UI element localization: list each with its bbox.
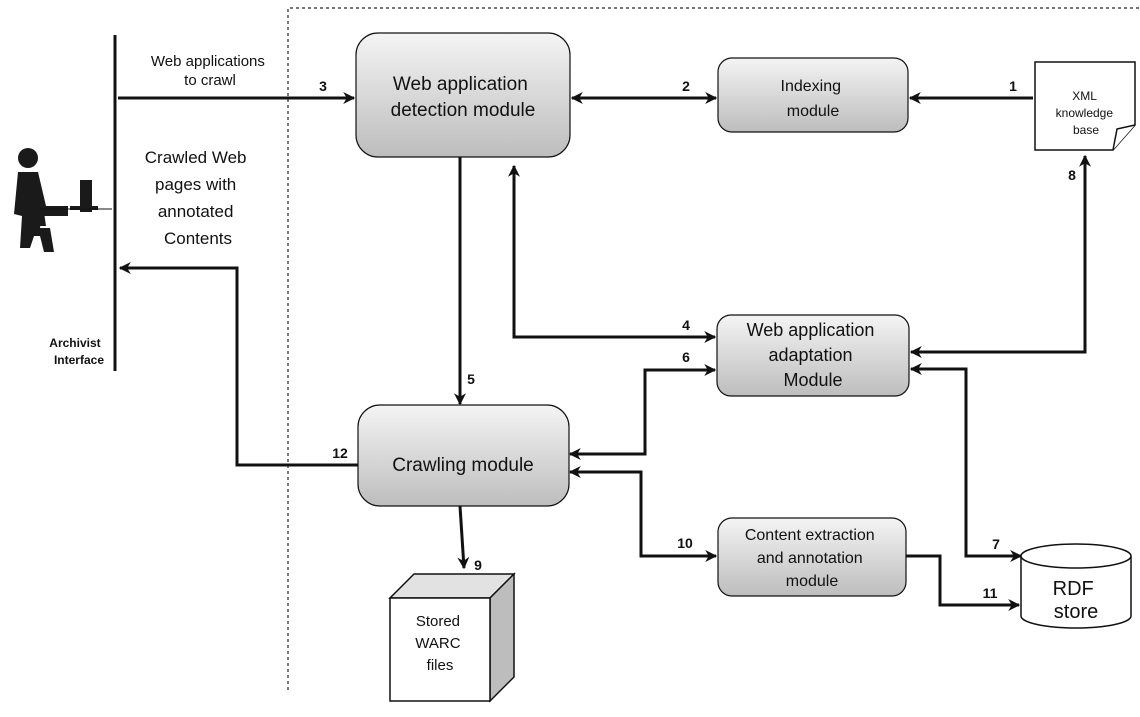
step-3: 3 <box>319 78 327 94</box>
step-5: 5 <box>467 371 475 387</box>
web-application-adaptation-module: Web application adaptation Module <box>716 314 910 397</box>
svg-text:Crawling module: Crawling module <box>392 455 534 476</box>
arrow-12 <box>118 262 358 467</box>
archivist-interface-label: Archivist Interface <box>49 336 104 367</box>
svg-text:Web application detectio: Web application detection module <box>391 74 536 121</box>
svg-text:RDF store: RDF store <box>1053 578 1100 623</box>
arrow-8 <box>909 154 1091 358</box>
step-1: 1 <box>1009 78 1017 94</box>
step-12: 12 <box>332 445 348 461</box>
svg-text:Web application adaptati: Web application adaptation Module <box>747 320 880 390</box>
step-11: 11 <box>983 585 998 601</box>
step-6: 6 <box>682 349 690 365</box>
arrow-6 <box>568 364 717 460</box>
system-boundary <box>287 7 1140 690</box>
arrow-4 <box>508 164 717 343</box>
step-7: 7 <box>992 536 1000 552</box>
web-apps-to-crawl-label: Web applications to crawl <box>151 53 269 89</box>
svg-text:XML knowledge base: XML knowledge base <box>1056 89 1117 137</box>
step-8: 8 <box>1068 167 1076 183</box>
arrow-9 <box>457 505 470 570</box>
rdf-store: RDF store <box>1020 543 1132 629</box>
web-application-detection-module: Web application detection module <box>355 32 571 158</box>
step-10: 10 <box>677 535 693 551</box>
step-4: 4 <box>682 317 690 333</box>
crawling-module: Crawling module <box>357 404 570 507</box>
step-2: 2 <box>682 78 690 94</box>
svg-text:Content extraction and a: Content extraction and annotation module <box>745 527 879 590</box>
arrow-10 <box>568 466 718 562</box>
arrow-11 <box>906 554 1021 611</box>
svg-text:Stored WARC files: Stored WARC files <box>415 613 464 674</box>
arrow-7 <box>909 363 1023 562</box>
step-9: 9 <box>474 557 482 573</box>
content-extraction-annotation-module: Content extraction and annotation module <box>717 517 907 597</box>
xml-knowledge-base: XML knowledge base <box>1034 61 1136 151</box>
archivist-person-icon <box>14 148 98 252</box>
svg-text:Indexing module: Indexing module <box>781 78 846 120</box>
crawled-pages-label: Crawled Web pages with annotated Content… <box>145 148 251 248</box>
indexing-module: Indexing module <box>717 57 909 133</box>
stored-warc-files: Stored WARC files <box>388 572 516 703</box>
